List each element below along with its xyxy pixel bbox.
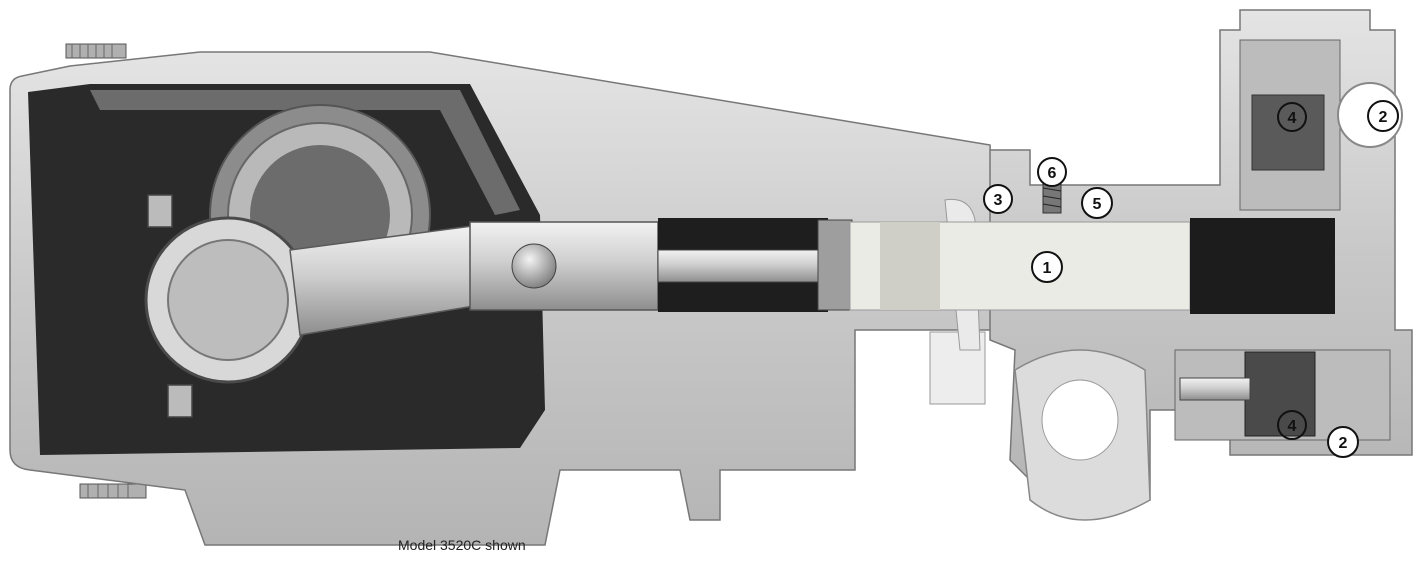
cavity-highlight bbox=[90, 90, 520, 215]
seal-retainer bbox=[817, 219, 853, 311]
callout-spring-6: 6 bbox=[1037, 157, 1067, 187]
callout-piston-number: 1 bbox=[1043, 260, 1052, 277]
crank-pin bbox=[167, 239, 289, 361]
callout-piston: 1 bbox=[1031, 251, 1063, 283]
callout-seal-5-number: 5 bbox=[1093, 196, 1102, 213]
plunger-rod bbox=[657, 249, 829, 283]
inlet-valve-cage bbox=[1244, 351, 1316, 437]
outlet-valve-cage bbox=[1251, 94, 1325, 171]
bolt-bottom bbox=[79, 483, 147, 499]
callout-outlet-valve-number: 4 bbox=[1288, 110, 1297, 127]
callout-seal-5: 5 bbox=[1081, 187, 1113, 219]
crosshead bbox=[469, 221, 659, 311]
inlet-opening bbox=[1041, 379, 1119, 461]
callout-inlet-valve-number: 4 bbox=[1288, 418, 1297, 435]
callout-inlet-port: 2 bbox=[1327, 426, 1359, 458]
callout-spring-6-number: 6 bbox=[1048, 165, 1057, 182]
callout-seal-3: 3 bbox=[983, 184, 1013, 214]
callout-outlet-port: 2 bbox=[1367, 100, 1399, 132]
cap-bolt-top bbox=[147, 194, 173, 228]
callout-outlet-valve: 4 bbox=[1277, 102, 1307, 132]
callout-seal-3-number: 3 bbox=[994, 192, 1003, 209]
figure-caption: Model 3520C shown bbox=[398, 537, 526, 553]
callout-outlet-port-number: 2 bbox=[1379, 109, 1388, 126]
bolt-top bbox=[65, 43, 127, 59]
pump-chamber bbox=[1190, 218, 1335, 314]
piston-band bbox=[880, 222, 940, 310]
inlet-valve-stem bbox=[1179, 377, 1251, 401]
callout-inlet-port-number: 2 bbox=[1339, 435, 1348, 452]
callout-inlet-valve: 4 bbox=[1277, 410, 1307, 440]
wrist-pin bbox=[511, 243, 557, 289]
cap-bolt-bottom bbox=[167, 384, 193, 418]
